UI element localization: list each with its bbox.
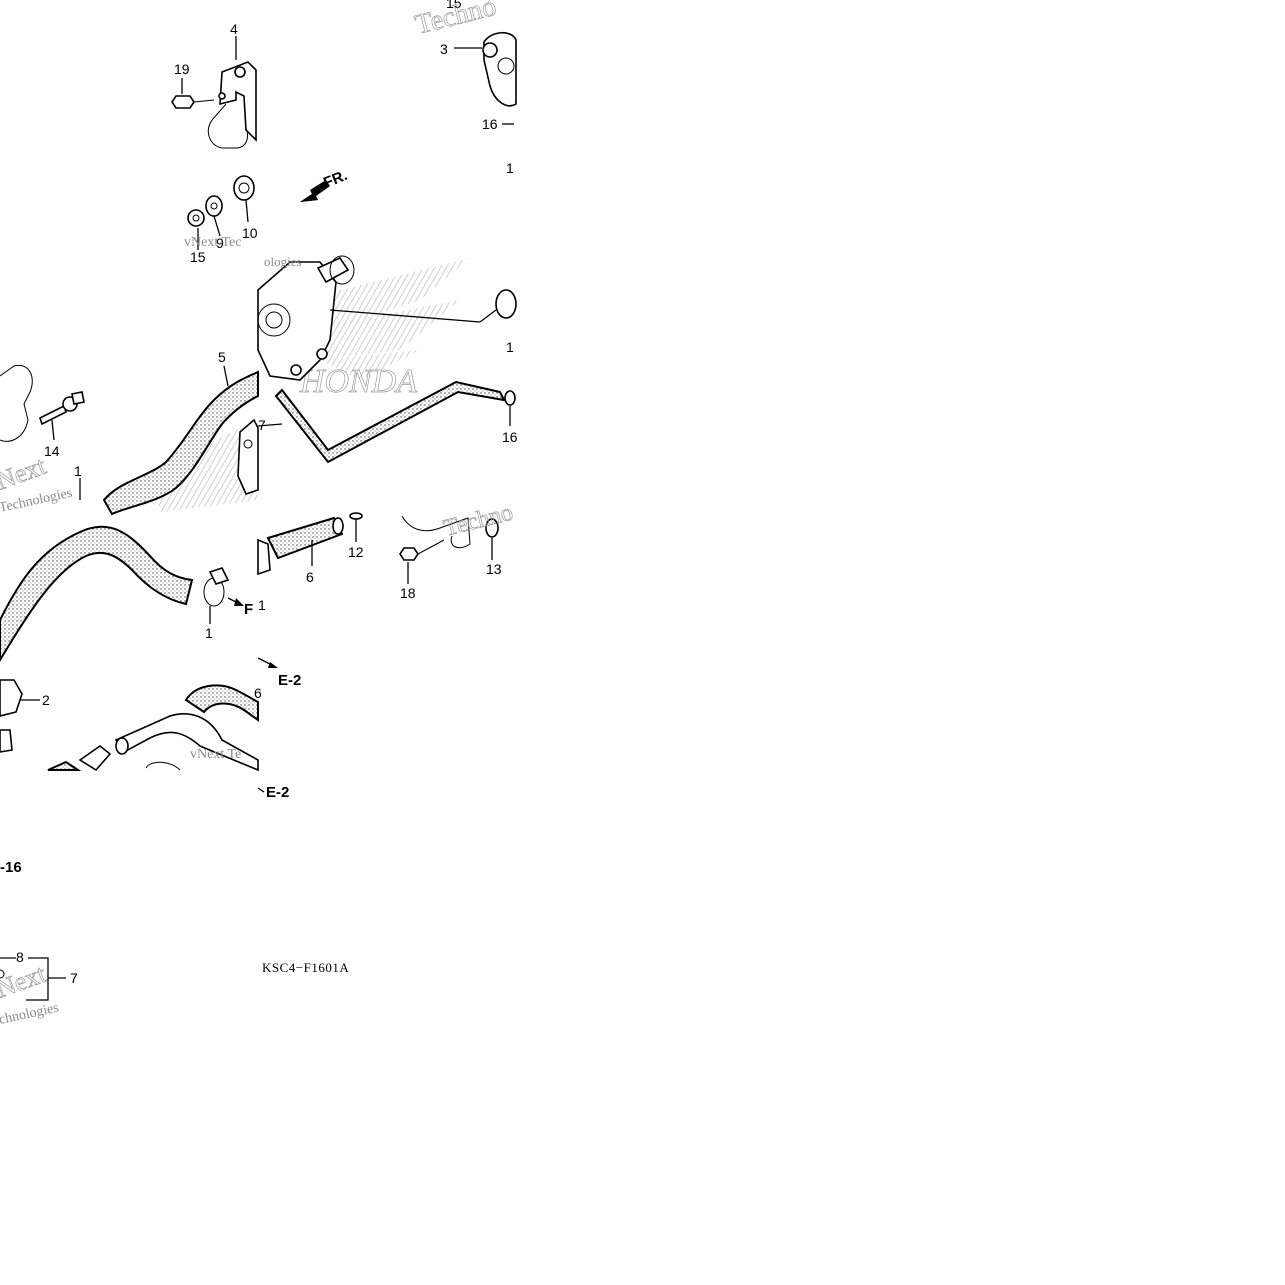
watermarks: Techno vNext Tec ologies Next Technologi… [0,0,516,1028]
hose-5 [102,370,259,516]
callout: 15 [446,0,462,11]
air-valve-body [257,255,517,381]
callout: 16 [482,116,498,132]
callout: 16 [502,429,518,445]
ref-label-e2: E-2 [266,784,289,801]
bolt-and-bracket-14 [0,364,85,500]
bracket-18 [399,515,499,584]
callout: 3 [440,41,448,57]
honda-wing-watermark: HONDA [150,258,470,512]
clip-right [237,418,259,495]
callout: 6 [254,685,262,701]
callout: 1 [74,463,82,479]
hose-6 [257,512,363,576]
callout: 1 [258,597,266,613]
reference-labels: E-2 E-2 -16 [0,672,301,876]
pipe-lower [47,684,259,772]
reference-arrows [257,657,278,793]
callout: 6 [306,569,314,585]
valve-2 [0,679,40,753]
callout: 5 [218,349,226,365]
front-direction-arrow: FR. [300,167,350,202]
callout: 15 [190,249,206,265]
bracket-7-8 [0,957,66,1001]
watermark: Techno [441,500,515,542]
callout: 14 [44,443,60,459]
callout: 12 [348,544,364,560]
callout: 18 [400,585,416,601]
callout: 7 [70,970,78,986]
callout: 1 [506,160,514,176]
callout: 7 [258,417,266,433]
hose-lower [0,525,244,662]
callout: 10 [242,225,258,241]
front-arrow-label: FR. [321,167,350,192]
watermark: vNext Te [190,747,241,762]
callout-line-7 [257,423,283,427]
tube-7 [274,380,506,464]
clamp-16 [504,390,516,406]
callout: 13 [486,561,502,577]
callout: 19 [174,61,190,77]
watermark: vNext Tec [184,235,241,250]
callout: F [244,601,253,618]
washer-set [187,175,255,250]
ref-label-e2: E-2 [278,672,301,689]
callout: 8 [16,949,24,965]
callout: 4 [230,21,238,37]
valve-assembly-top [454,31,517,125]
watermark: Next [0,451,50,496]
watermark: Techno [412,0,499,41]
callout: 1 [506,339,514,355]
callout: 1 [205,625,213,641]
bracket-assembly [171,36,257,149]
watermark: Next [0,959,50,1004]
watermark: chnologies [0,1001,60,1028]
watermark: ologies [264,254,302,269]
brand-watermark: HONDA [299,363,417,400]
callout-numbers: 15 4 3 19 16 1 9 10 15 1 5 7 14 1 16 12 … [16,0,518,986]
ref-label-16: -16 [0,859,22,876]
diagram-code: KSC4−F1601A [262,960,349,975]
callout: 2 [42,692,50,708]
callout: 9 [216,235,224,251]
